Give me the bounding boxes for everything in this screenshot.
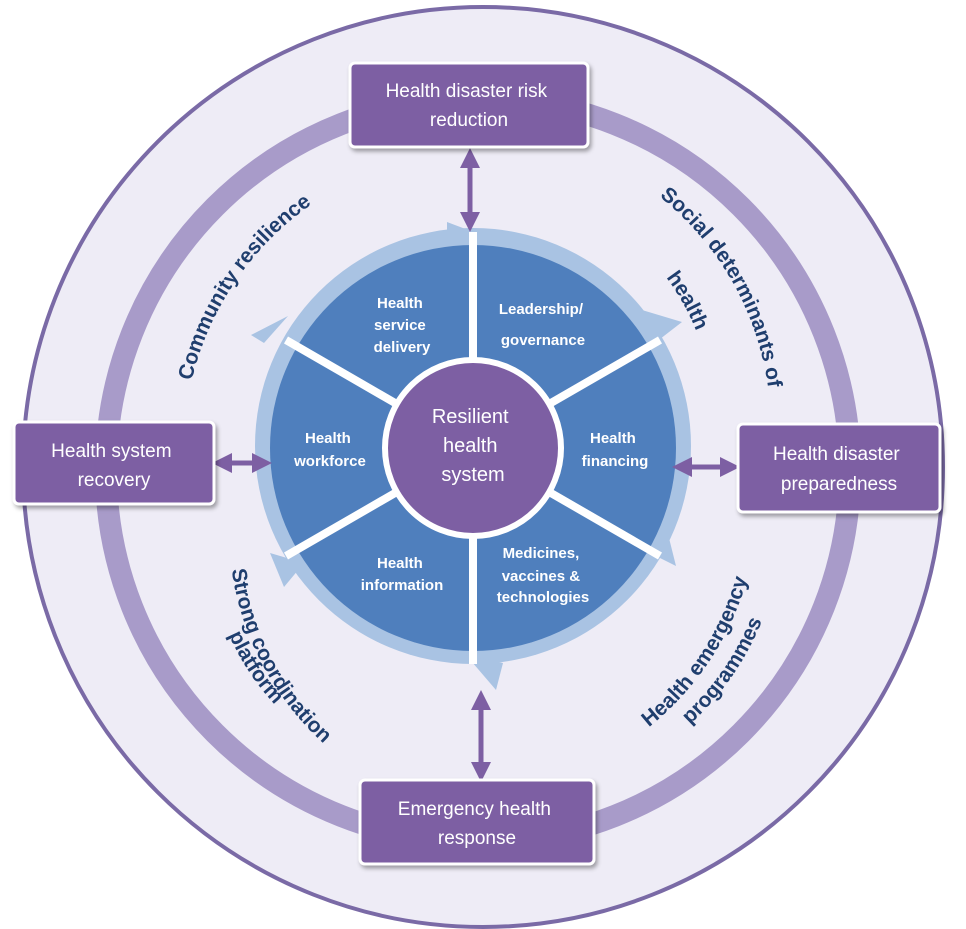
- box-system-recovery: Health system recovery: [12, 420, 216, 506]
- box-emergency-response-label: Emergency health response: [398, 799, 556, 849]
- box-emergency-response: Emergency health response: [358, 778, 596, 866]
- cycle-arrowhead: [447, 222, 484, 252]
- center-circle: [382, 357, 564, 539]
- box-preparedness: Health disaster preparedness: [736, 422, 942, 514]
- segment-information: Health information: [361, 555, 444, 594]
- cycle-arrowhead: [642, 310, 682, 346]
- box-risk-reduction: Health disaster risk reduction: [348, 61, 590, 149]
- box-preparedness-label: Health disaster preparedness: [773, 444, 905, 495]
- connector-arrows: [212, 148, 740, 782]
- box-risk-reduction-label: Health disaster risk reduction: [386, 81, 553, 131]
- cycle-arrowhead: [640, 530, 676, 566]
- box-emergency-response-bg: [358, 778, 596, 866]
- center-label: Resilient health system: [432, 406, 514, 486]
- cycle-arrowhead: [251, 316, 288, 343]
- segment-service-delivery: Health service delivery: [374, 295, 431, 356]
- segment-leadership: Leadership/ governance: [499, 301, 587, 349]
- box-risk-reduction-bg: [348, 61, 590, 149]
- box-system-recovery-label: Health system recovery: [51, 441, 177, 491]
- segment-workforce: Health workforce: [293, 430, 366, 470]
- box-preparedness-bg: [736, 422, 942, 514]
- box-system-recovery-bg: [12, 420, 216, 506]
- segment-financing: Health financing: [582, 430, 649, 470]
- cycle-arrowhead: [270, 553, 304, 587]
- segment-medicines: Medicines, vaccines & technologies: [497, 545, 590, 606]
